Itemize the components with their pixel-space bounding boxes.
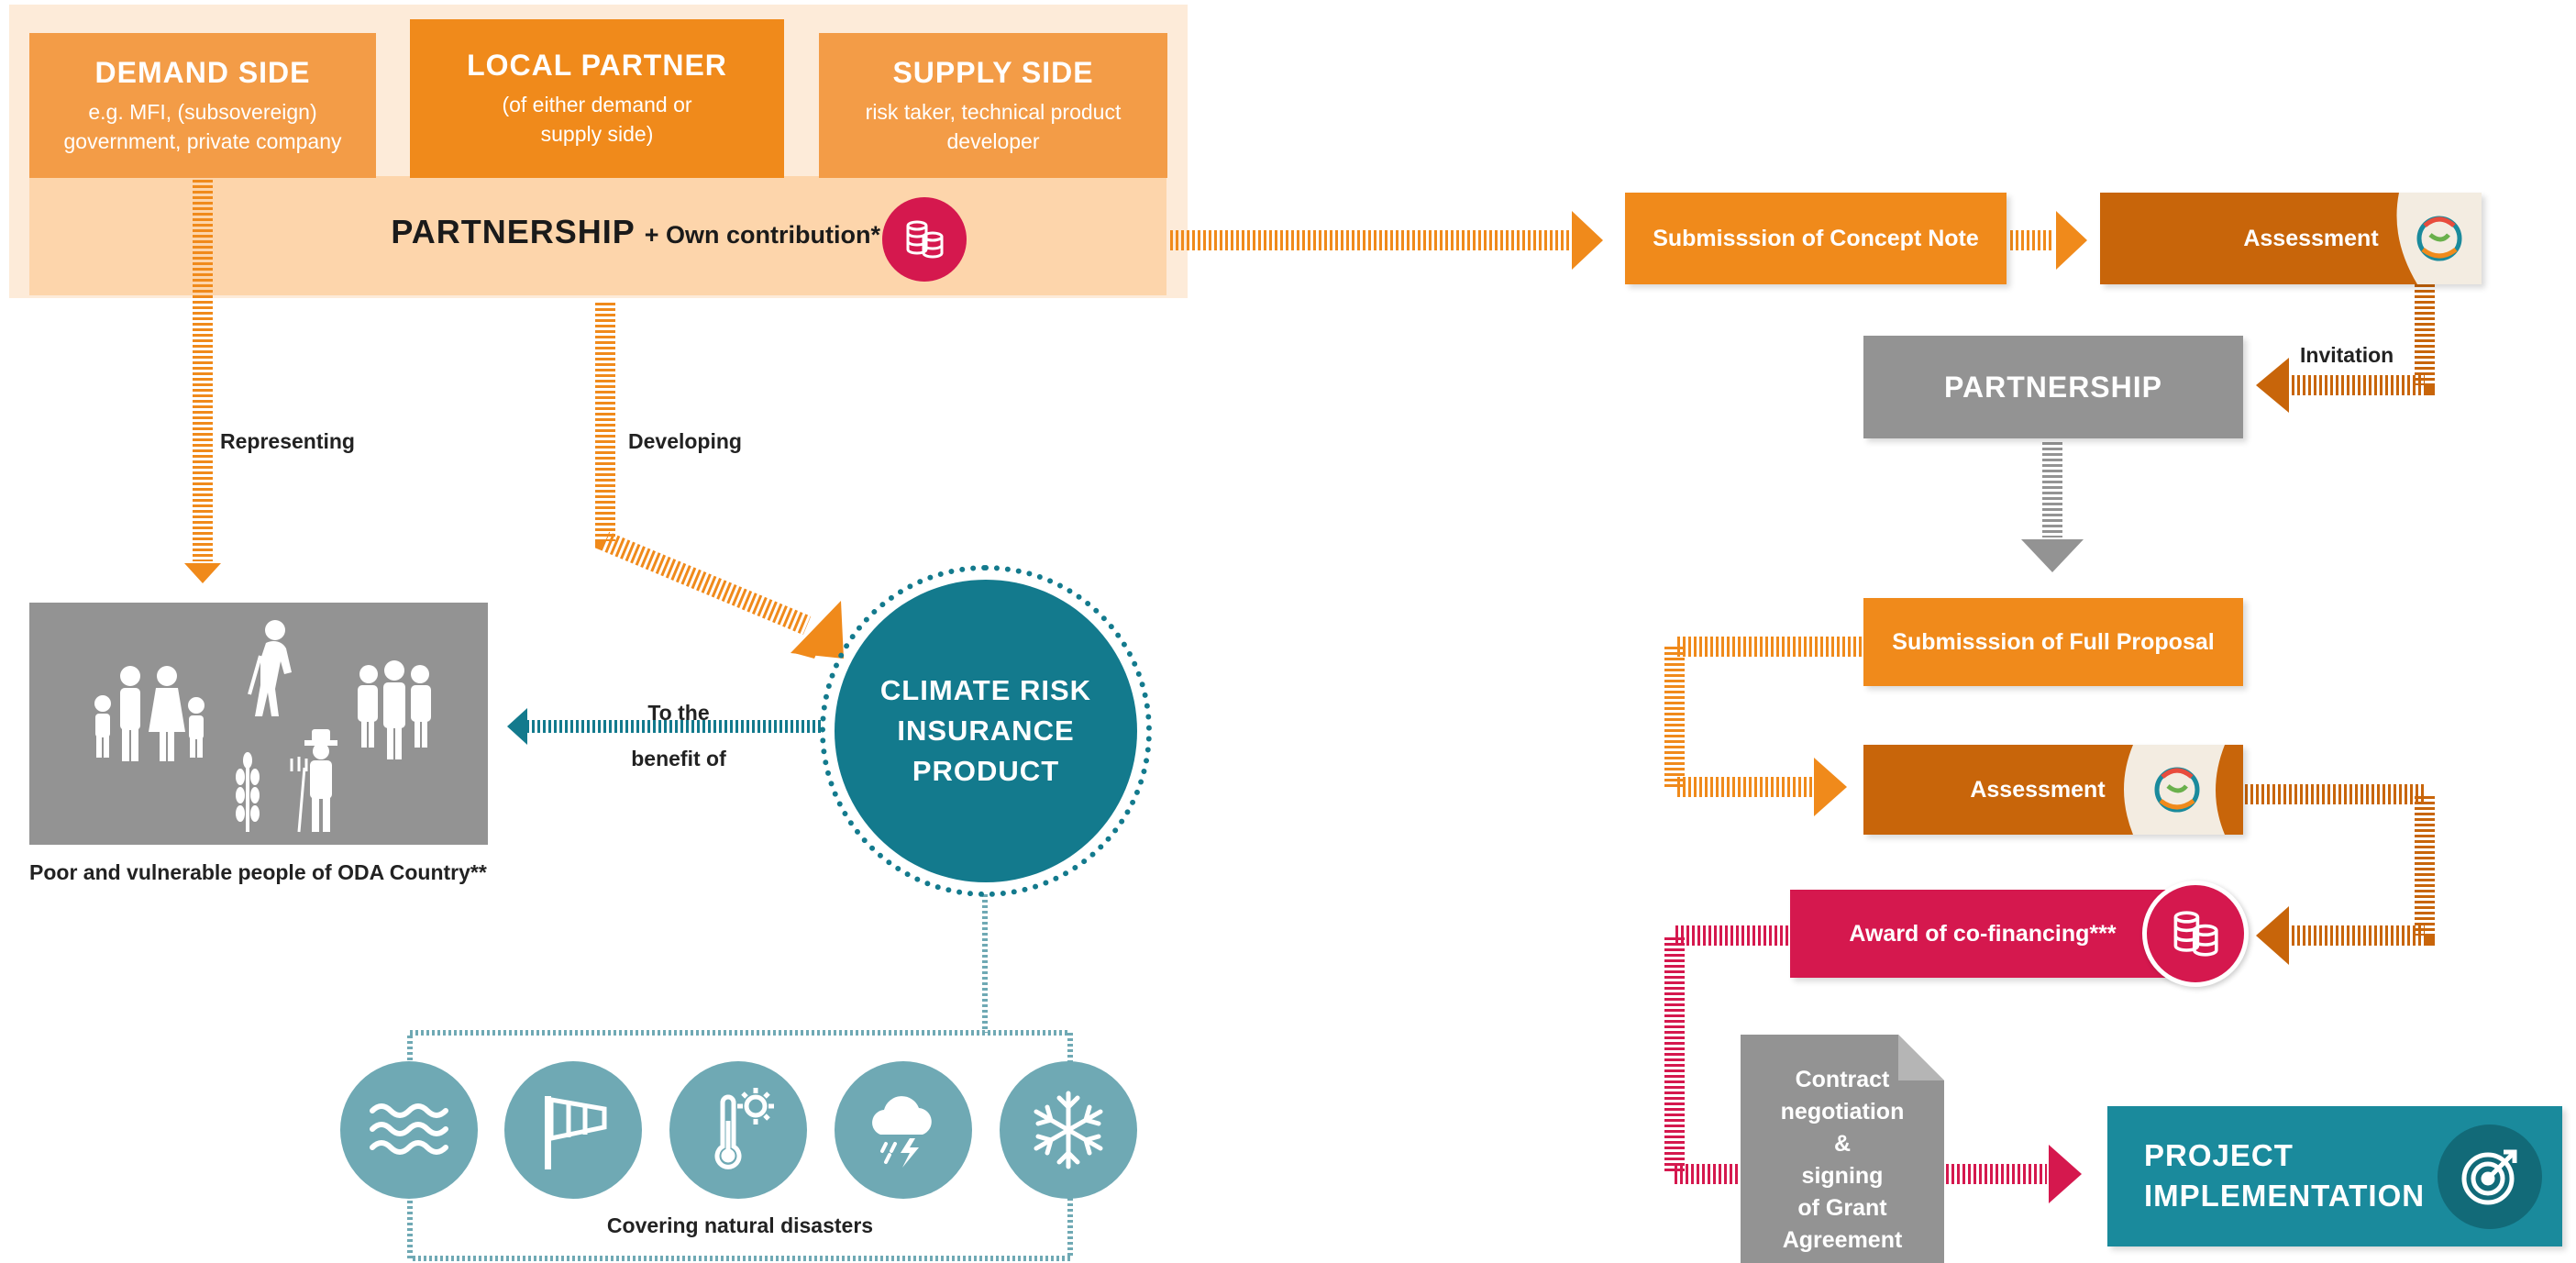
product-line1: CLIMATE RISK	[879, 674, 1092, 706]
document-shape	[1741, 1035, 1944, 1263]
product-circle: CLIMATE RISK INSURANCE PRODUCT	[835, 580, 1137, 882]
assessment-1-label: Assessment	[2243, 226, 2379, 251]
local-partner-subtitle-line1: (of either demand or	[502, 93, 692, 116]
rain-lightning-icon	[835, 1061, 972, 1199]
invitation-label: Invitation	[2300, 343, 2394, 367]
project-line2: IMPLEMENTATION	[2144, 1179, 2426, 1213]
contract-line6: Agreement	[1782, 1227, 1903, 1253]
demand-side-subtitle: e.g. MFI, (subsovereign) government, pri…	[64, 97, 342, 156]
coins-icon	[2142, 881, 2249, 987]
coins-icon	[882, 197, 967, 282]
supply-side-title: SUPPLY SIDE	[892, 55, 1094, 89]
own-contribution-label: + Own contribution*	[644, 221, 880, 249]
contract-line3: &	[1833, 1131, 1852, 1157]
demand-side-subtitle-line2: government, private company	[63, 128, 342, 153]
local-partner-title: LOCAL PARTNER	[467, 49, 727, 82]
benefit-label: To the benefit of	[614, 690, 743, 781]
contract-line5: of Grant	[1797, 1195, 1887, 1221]
thermometer-sun-icon	[669, 1061, 807, 1199]
award-label: Award of co-financing***	[1849, 921, 2117, 947]
contract-document: Contract negotiation & signing of Grant …	[1741, 1035, 1944, 1263]
full-proposal-box: Submisssion of Full Proposal	[1863, 598, 2243, 686]
contract-line1: Contract	[1795, 1067, 1890, 1092]
product-line2: INSURANCE	[897, 715, 1075, 747]
covering-label: Covering natural disasters	[606, 1213, 874, 1237]
benefit-of-label: benefit of	[631, 747, 726, 770]
demand-side-box: DEMAND SIDE e.g. MFI, (subsovereign) gov…	[29, 33, 376, 178]
contract-line4: signing	[1801, 1163, 1884, 1189]
project-line1: PROJECT	[2144, 1138, 2294, 1172]
representing-label: Representing	[220, 429, 355, 453]
swirl-logo-icon	[2396, 193, 2482, 284]
developing-label: Developing	[628, 429, 742, 453]
people-box	[29, 603, 488, 845]
assessment-1-box: Assessment	[2100, 193, 2482, 284]
local-partner-box: LOCAL PARTNER (of either demand or suppl…	[410, 19, 784, 178]
concept-note-label: Submisssion of Concept Note	[1653, 225, 1979, 251]
flood-waves-icon	[340, 1061, 478, 1199]
project-label: PROJECT IMPLEMENTATION	[2144, 1136, 2425, 1216]
product-outer-ring: CLIMATE RISK INSURANCE PRODUCT	[820, 565, 1152, 897]
poor-people-caption: Poor and vulnerable people of ODA Countr…	[29, 860, 487, 884]
award-box: Award of co-financing***	[1790, 890, 2175, 978]
local-partner-subtitle-line2: supply side)	[540, 122, 654, 146]
windsock-icon	[504, 1061, 642, 1199]
supply-side-subtitle: risk taker, technical product developer	[866, 97, 1122, 156]
demand-side-subtitle-line1: e.g. MFI, (subsovereign)	[88, 99, 317, 124]
product-line3: PRODUCT	[912, 755, 1060, 787]
partnership-contribution-label: PARTNERSHIP + Own contribution*	[385, 213, 880, 259]
project-implementation-box: PROJECT IMPLEMENTATION	[2107, 1106, 2562, 1246]
supply-side-subtitle-line2: developer	[946, 128, 1040, 153]
people-group-icon	[94, 620, 431, 833]
demand-side-title: DEMAND SIDE	[94, 55, 311, 89]
supply-side-box: SUPPLY SIDE risk taker, technical produc…	[819, 33, 1167, 178]
to-the-label: To the	[647, 701, 710, 725]
concept-note-box: Submisssion of Concept Note	[1625, 193, 2007, 284]
contract-text: Contract negotiation & signing of Grant …	[1741, 1064, 1944, 1257]
target-icon	[2438, 1125, 2542, 1229]
partnership-band	[29, 176, 1166, 295]
assessment-2-label: Assessment	[1970, 777, 2106, 803]
local-partner-subtitle: (of either demand or supply side)	[502, 90, 691, 149]
supply-side-subtitle-line1: risk taker, technical product	[865, 99, 1122, 124]
assessment-2-box: Assessment	[1863, 745, 2243, 835]
swirl-logo-icon	[2124, 745, 2225, 835]
partnership-process-label: PARTNERSHIP	[1944, 370, 2162, 404]
partnership-process-box: PARTNERSHIP	[1863, 336, 2243, 438]
snowflake-icon	[1000, 1061, 1137, 1199]
full-proposal-label: Submisssion of Full Proposal	[1892, 628, 2215, 655]
contract-line2: negotiation	[1780, 1099, 1905, 1125]
partnership-label: PARTNERSHIP	[391, 213, 636, 250]
